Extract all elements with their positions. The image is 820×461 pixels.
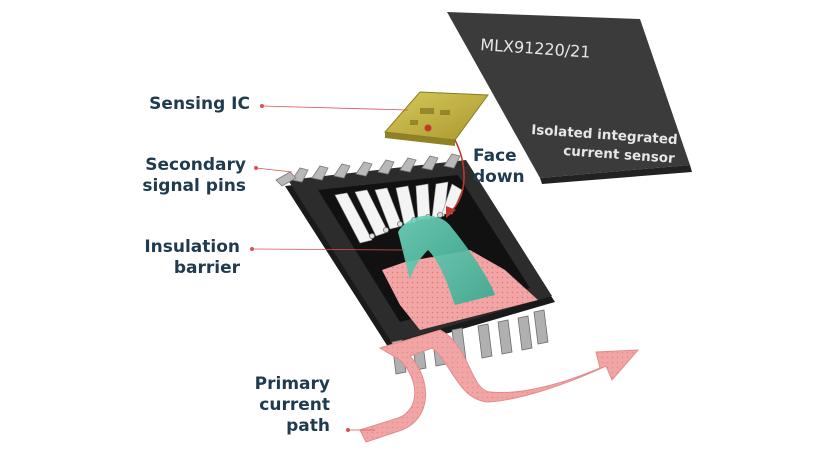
sensing-ic (383, 91, 489, 141)
label-insulation-barrier: Insulation barrier (144, 237, 240, 278)
chip-body (447, 12, 690, 178)
leader-dots (250, 104, 350, 432)
insulation-barrier-shape (398, 215, 495, 305)
chip-side (540, 165, 692, 184)
label-face-down: Face down (473, 146, 525, 187)
face-down-arrow (449, 139, 465, 213)
label-secondary-signal-pins: Secondary signal pins (142, 155, 246, 196)
lead-frame (334, 181, 463, 244)
hall-element (424, 124, 432, 132)
label-primary-current-path: Primary current path (254, 374, 330, 436)
chip-description-line2: current sensor (563, 143, 676, 167)
label-sensing-ic: Sensing IC (149, 94, 250, 114)
secondary-pins (275, 153, 461, 187)
leader-lines (251, 105, 409, 431)
